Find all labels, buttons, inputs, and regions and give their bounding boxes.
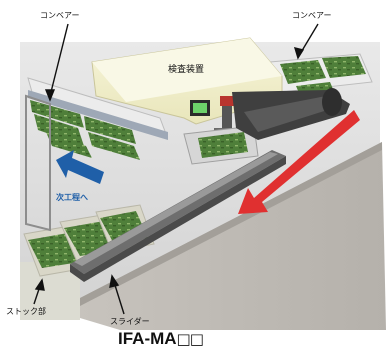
next-process-label: 次工程へ	[56, 193, 88, 202]
base-wall	[80, 142, 386, 330]
conveyor-right-label: コンベアー	[292, 11, 332, 20]
stock-section	[20, 204, 155, 320]
model-name: IFA-MA	[118, 329, 177, 348]
conveyor-left	[25, 77, 168, 232]
top-actuator	[232, 88, 350, 140]
model-number: IFA-MA□□	[118, 329, 204, 348]
leader-lines	[33, 23, 319, 315]
red-direction-arrow	[238, 110, 360, 214]
slider	[70, 150, 286, 282]
stock-section-label: ストック部	[6, 307, 46, 316]
inspection-device-label: 検査装置	[168, 65, 205, 75]
blue-next-process-arrow	[56, 150, 104, 184]
model-suffix: □□	[176, 330, 204, 348]
slider-label: スライダー	[110, 317, 150, 326]
conveyor-left-label: コンベアー	[40, 11, 80, 20]
